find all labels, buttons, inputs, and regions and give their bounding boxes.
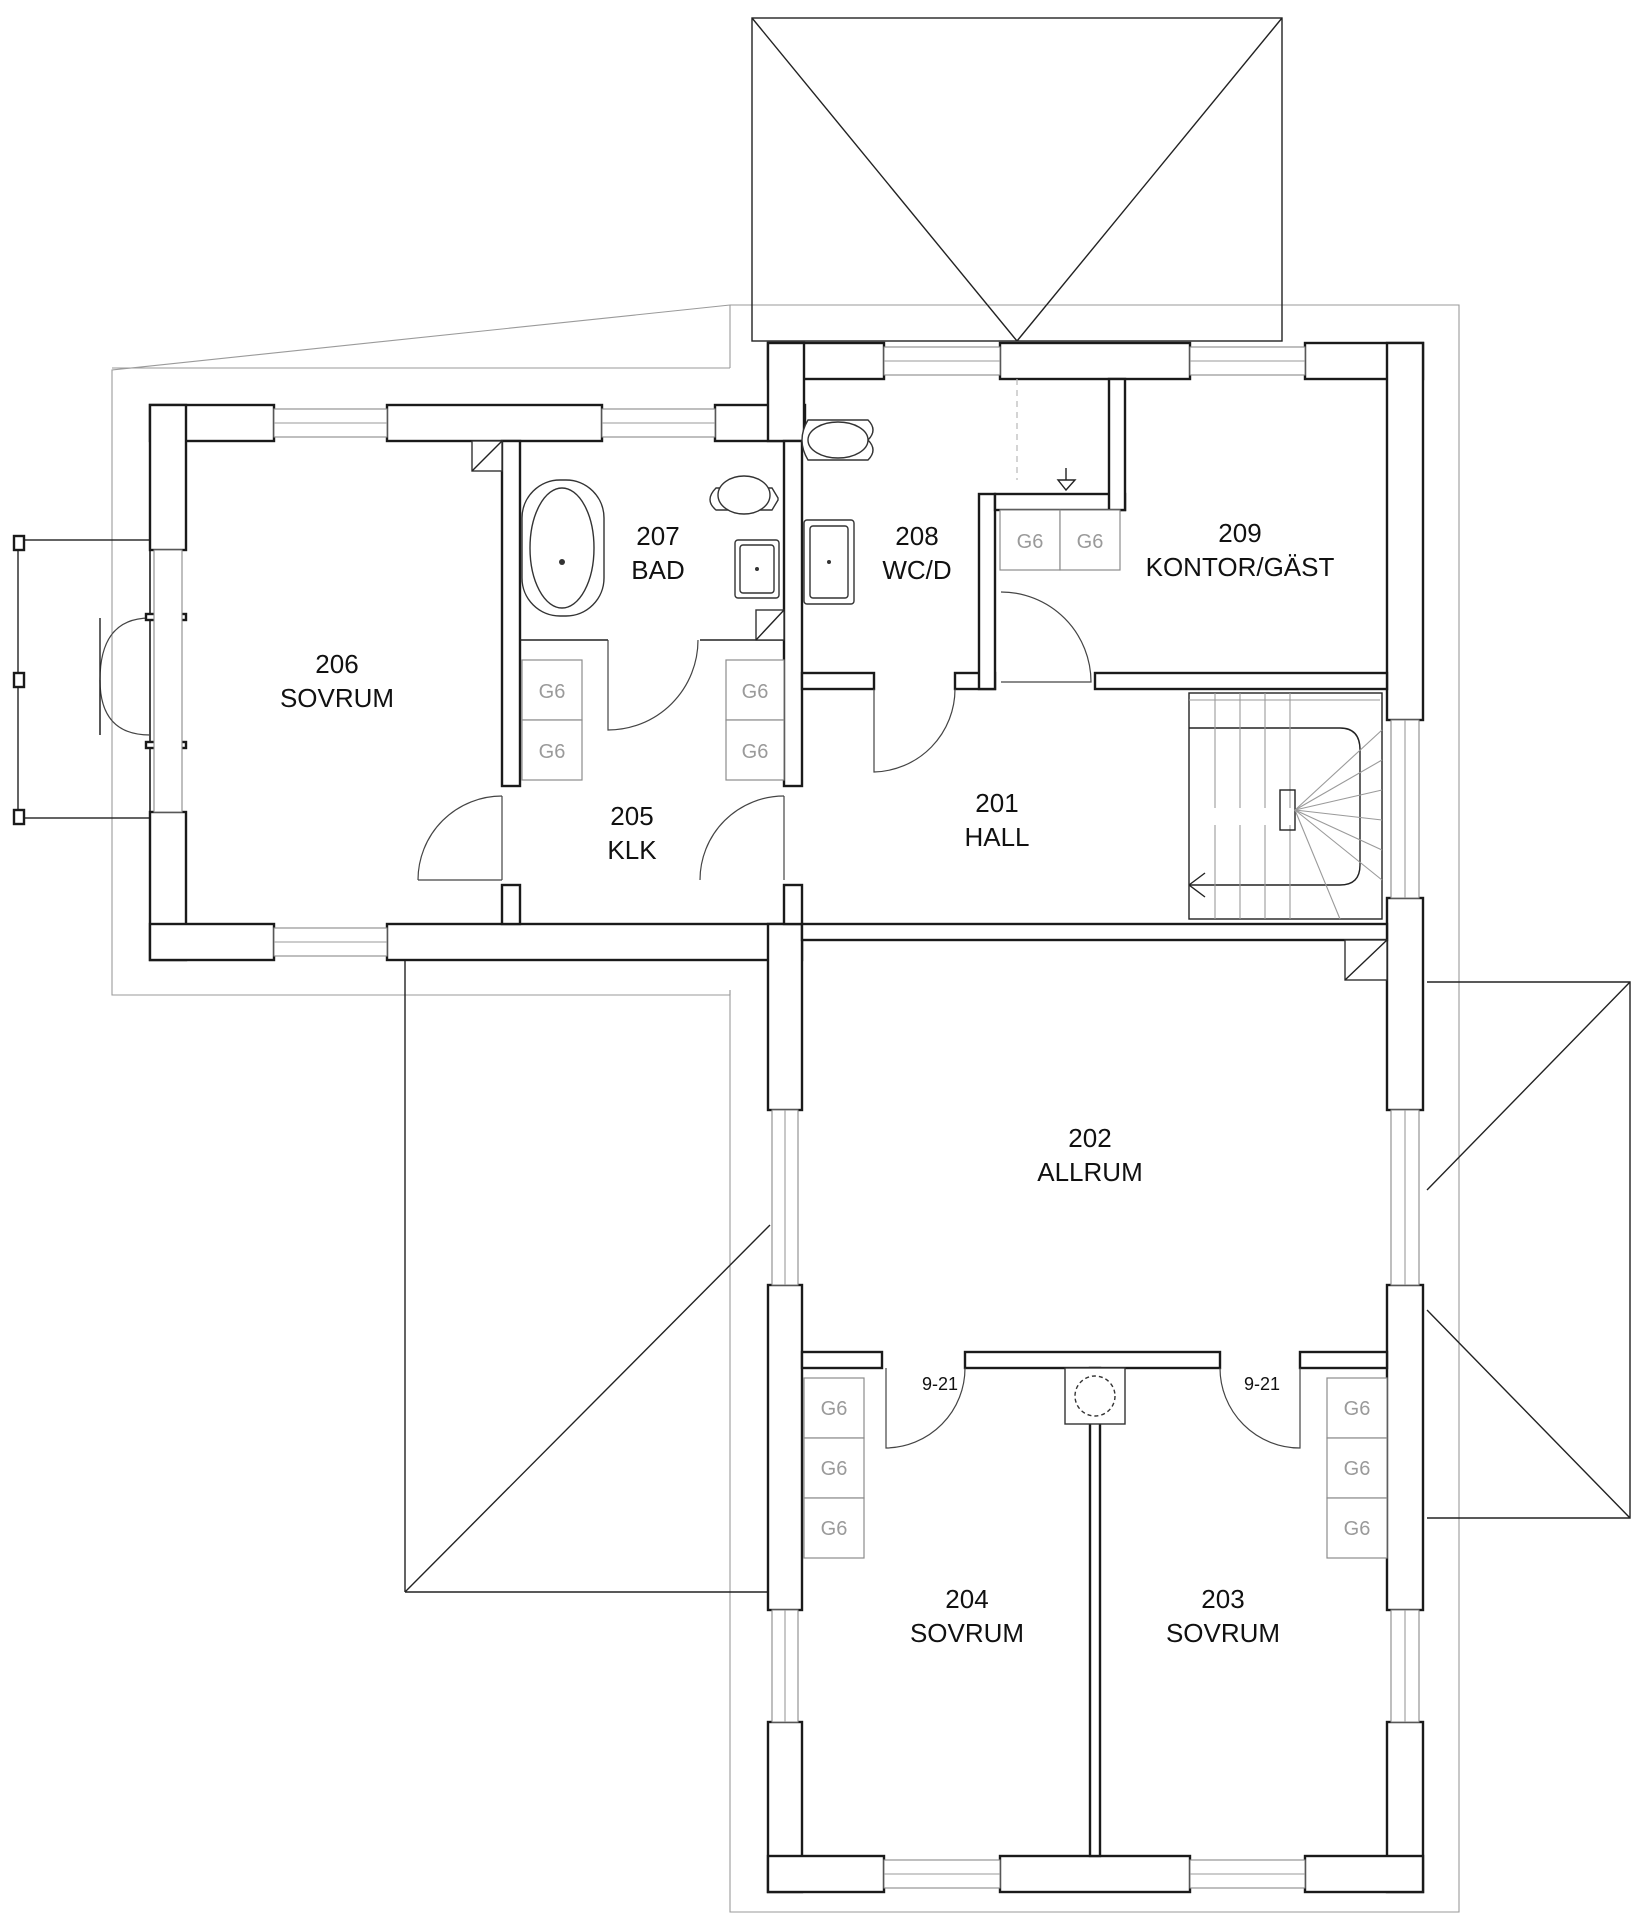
room-number: 203 — [1201, 1584, 1244, 1614]
laundry-units: G6 G6 — [999, 509, 1121, 571]
room-number: 207 — [636, 521, 679, 551]
room-name: SOVRUM — [280, 683, 394, 713]
room-label-203: 203 SOVRUM — [1166, 1584, 1280, 1648]
interior-walls — [500, 377, 1389, 1858]
room-number: 208 — [895, 521, 938, 551]
bathroom-fixtures — [471, 379, 1388, 981]
g6-label: G6 — [821, 1398, 848, 1420]
room-number: 202 — [1068, 1123, 1111, 1153]
room-label-204: 204 SOVRUM — [910, 1584, 1024, 1648]
g6-label: G6 — [539, 741, 566, 763]
room-number: 201 — [975, 788, 1018, 818]
g6-label: G6 — [1017, 531, 1044, 553]
room-label-207: 207 BAD — [631, 521, 684, 585]
room-name: SOVRUM — [910, 1618, 1024, 1648]
room-label-208: 208 WC/D — [882, 521, 951, 585]
room-label-202: 202 ALLRUM — [1037, 1123, 1142, 1187]
room-number: 205 — [610, 801, 653, 831]
door-tag-left: 9-21 — [922, 1374, 958, 1394]
room-name: SOVRUM — [1166, 1618, 1280, 1648]
room-label-206: 206 SOVRUM — [280, 649, 394, 713]
room-name: HALL — [964, 822, 1029, 852]
room-number: 206 — [315, 649, 358, 679]
exterior-walls — [148, 341, 1425, 1894]
room-name: KONTOR/GÄST — [1146, 552, 1335, 582]
windows — [153, 346, 1420, 1889]
door-tag-right: 9-21 — [1244, 1374, 1280, 1394]
g6-label: G6 — [742, 681, 769, 703]
g6-label: G6 — [1344, 1398, 1371, 1420]
room-name: WC/D — [882, 555, 951, 585]
g6-label: G6 — [821, 1518, 848, 1540]
g6-label: G6 — [539, 681, 566, 703]
g6-label: G6 — [1344, 1518, 1371, 1540]
g6-label: G6 — [1344, 1458, 1371, 1480]
fireplace — [1064, 1367, 1126, 1425]
wardrobes: G6 G6 G6 G6 G6 G6 G6 G6 G6 G6 — [521, 659, 1388, 1559]
room-number: 204 — [945, 1584, 988, 1614]
g6-label: G6 — [742, 741, 769, 763]
room-label-205: 205 KLK — [607, 801, 657, 865]
room-number: 209 — [1218, 518, 1261, 548]
roof-left — [404, 958, 771, 1593]
roof-right — [1426, 981, 1631, 1519]
staircase — [1188, 692, 1383, 920]
room-name: BAD — [631, 555, 684, 585]
room-label-209: 209 KONTOR/GÄST — [1146, 518, 1335, 582]
room-label-201: 201 HALL — [964, 788, 1029, 852]
room-name: KLK — [607, 835, 657, 865]
g6-label: G6 — [821, 1458, 848, 1480]
g6-label: G6 — [1077, 531, 1104, 553]
roof-top — [751, 17, 1283, 342]
doors — [417, 591, 1301, 1449]
room-name: ALLRUM — [1037, 1157, 1142, 1187]
eave-outline — [111, 304, 1460, 1913]
